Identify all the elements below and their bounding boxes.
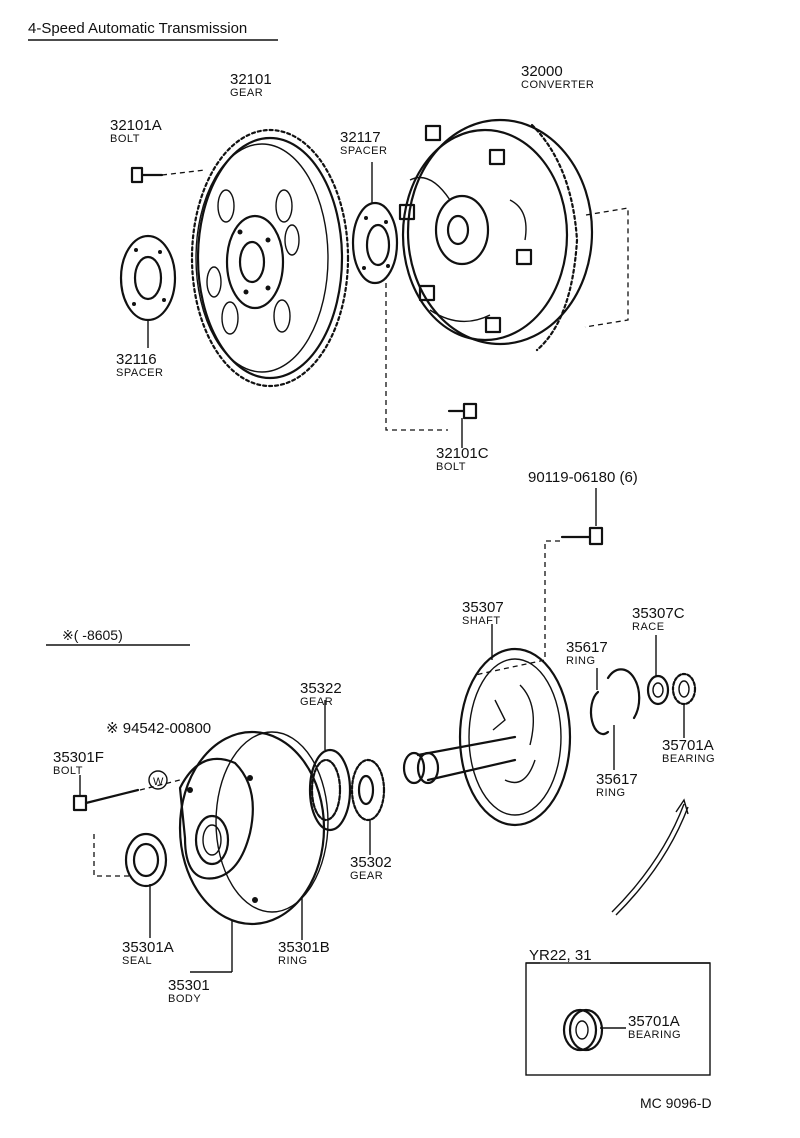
inset-box: YR22, 31	[525, 947, 711, 1076]
part-labels: 32101GEAR32101ABOLT32116SPACER32117SPACE…	[53, 63, 715, 1041]
washer-drawing: W	[148, 770, 168, 790]
part-name-bolt32101A: BOLT	[110, 133, 140, 145]
part-name-ring35301B: RING	[278, 955, 308, 967]
part-name-converter32000: CONVERTER	[521, 79, 594, 91]
bolt-32101C-drawing	[447, 402, 478, 448]
part-number-shaft35307: 35307	[462, 599, 504, 616]
part-number-gear32101: 32101	[230, 71, 272, 88]
drive-gear-drawing	[350, 758, 386, 855]
race-bearing-drawing	[646, 635, 697, 738]
driven-gear-drawing	[308, 700, 352, 832]
pump-body-drawing	[178, 730, 329, 973]
part-name-bearing35701A_inset: BEARING	[628, 1029, 681, 1041]
part-number-ring35301B: 35301B	[278, 939, 330, 956]
part-name-ring35617a: RING	[566, 655, 596, 667]
part-name-gear35302: GEAR	[350, 870, 383, 882]
part-number-spacer32116: 32116	[116, 351, 157, 368]
part-number-ring35617b: 35617	[596, 771, 638, 788]
bolt-35301F-drawing	[72, 775, 181, 812]
part-name-spacer32117: SPACER	[340, 145, 387, 157]
part-name-bolt32101C: BOLT	[436, 461, 466, 473]
part-name-race35307C: RACE	[632, 621, 665, 633]
part-name-bearing35701A: BEARING	[662, 753, 715, 765]
part-number-seal35301A: 35301A	[122, 939, 174, 956]
part-number-bolt32101C: 32101C	[436, 445, 489, 462]
part-number-gear35302: 35302	[350, 854, 392, 871]
part-name-ring35617b: RING	[596, 787, 626, 799]
part-number-spacer32117: 32117	[340, 129, 381, 146]
bolt-90119-drawing	[474, 488, 604, 676]
torque-converter-drawing	[398, 118, 629, 352]
part-name-gear35322: GEAR	[300, 696, 333, 708]
bolt-32101A-drawing	[130, 166, 206, 184]
part-name-bolt35301F: BOLT	[53, 765, 83, 777]
part-number-ring35617a: 35617	[566, 639, 608, 656]
part-name-shaft35307: SHAFT	[462, 615, 501, 627]
diagram-title: 4-Speed Automatic Transmission	[28, 20, 247, 37]
range-note: ※( -8605)	[62, 627, 123, 643]
part-number-bearing35701A: 35701A	[662, 737, 714, 754]
drawing-code: MC 9096-D	[640, 1095, 712, 1111]
part-number-washer94542: ※ 94542-00800	[106, 720, 211, 737]
part-number-bolt32101A: 32101A	[110, 117, 162, 134]
part-number-race35307C: 35307C	[632, 605, 685, 622]
part-number-bolt35301F: 35301F	[53, 749, 104, 766]
oil-seal-drawing	[93, 832, 168, 938]
part-number-bearing35701A_inset: 35701A	[628, 1013, 680, 1030]
part-number-gear35322: 35322	[300, 680, 342, 697]
part-name-seal35301A: SEAL	[122, 955, 152, 967]
snap-rings-drawing	[589, 668, 641, 770]
assembly-arrow-drawing	[611, 798, 689, 916]
flywheel-gear-drawing	[190, 128, 350, 388]
inset-header: YR22, 31	[529, 947, 592, 964]
spacer-32117-drawing	[351, 162, 448, 431]
washer-mark: W	[153, 776, 164, 788]
part-name-body35301: BODY	[168, 993, 201, 1005]
part-name-gear32101: GEAR	[230, 87, 263, 99]
part-number-converter32000: 32000	[521, 63, 563, 80]
spacer-32116-drawing	[119, 234, 177, 348]
stator-shaft-drawing	[402, 624, 572, 827]
part-number-body35301: 35301	[168, 977, 210, 994]
part-name-spacer32116: SPACER	[116, 367, 163, 379]
part-number-bolt90119: 90119-06180 (6)	[528, 469, 638, 486]
